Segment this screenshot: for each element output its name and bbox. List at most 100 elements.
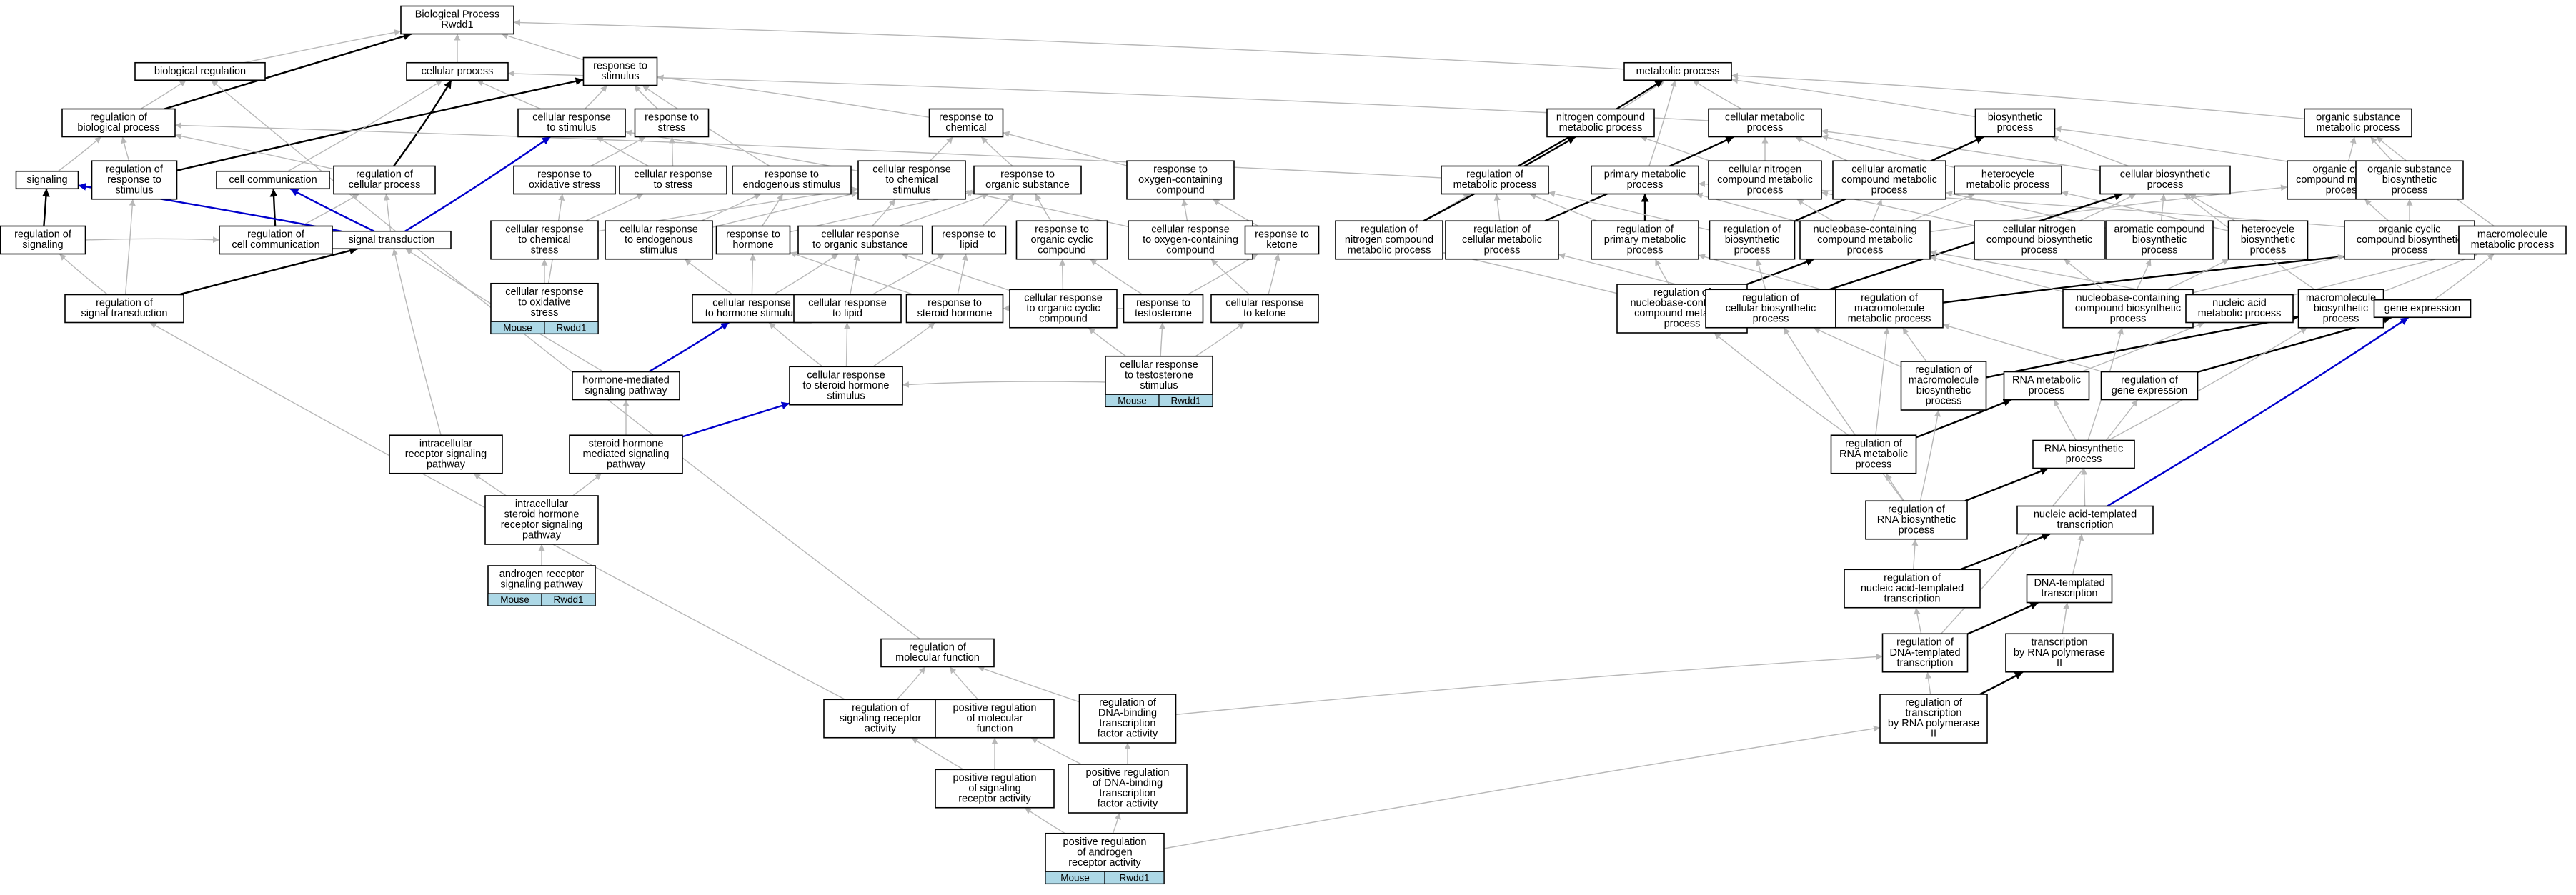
edge-is-a-regsigrec-to-regsigtrans (149, 321, 846, 700)
node-label-line: RNA metabolic (2012, 375, 2081, 386)
edge-is-a-respchem-to-respstim (657, 74, 930, 118)
edge-is-a-respstim-to-root (501, 32, 584, 61)
edge-is-a-dnatransc-to-nuctransc (2072, 534, 2084, 575)
node-box (15, 170, 79, 190)
node-box (490, 220, 599, 260)
node-box (1708, 108, 1822, 138)
node-label-line: aromatic compound (2114, 224, 2204, 235)
node-label-line: signaling (26, 174, 67, 186)
node-label-line: process (1871, 184, 1908, 196)
edge-is-a-intrasteroidpath-to-intrapath (473, 473, 507, 496)
node-label-line: of signaling (968, 783, 1020, 794)
edge-is-a-reggeneexpr-to-regmacromol (1942, 323, 2103, 373)
node-label-line: regulation of (1884, 572, 1941, 584)
edge-part-of-regrespstim-to-respstim (176, 77, 584, 171)
node-box (1078, 694, 1177, 744)
edge-is-a-cellrespketone-to-respketone (1268, 254, 1280, 295)
node-label-line: regulation of (14, 229, 72, 241)
edge-is-a-cellresporgcyc-to-cellresporgsub (901, 253, 1010, 291)
node-label-line: organic substance (985, 179, 1070, 191)
edge-is-a-cellrespsteroid-to-respsteroid (872, 321, 936, 367)
node-label-line: biosynthetic (1916, 385, 1971, 396)
node-label-line: biological process (77, 122, 159, 134)
edge-is-a-regtranscpol2-to-regdnatransc (1925, 671, 1932, 695)
edge-is-a-regcellbiosyn-to-regbiosyn (1755, 259, 1766, 290)
node-box (1244, 225, 1320, 255)
node-label-line: regulation of (2121, 375, 2179, 386)
node-box (1210, 294, 1319, 324)
node-box (797, 225, 923, 255)
node-label-line: of androgen (1077, 846, 1132, 858)
node-label-line: DNA-templated (2034, 578, 2104, 589)
node-box (715, 225, 791, 255)
node-label-line: organic cyclic (1030, 234, 1093, 246)
node-label-line: cellular response (1151, 224, 1230, 235)
node-label-line: regulation of (106, 164, 164, 175)
edge-is-a-regmetab-to-regbio (174, 122, 1442, 179)
node-label-line: cellular response (807, 369, 885, 381)
node-box (569, 434, 683, 474)
node-box (973, 165, 1082, 195)
edge-regulates-steroidpath-to-cellrespsteroid (682, 401, 790, 438)
go-term-node-bioreg: biological regulation (134, 61, 266, 81)
node-label-line: heterocycle (2242, 224, 2294, 235)
edge-is-a-orgcyclic-to-orgsubmetab (2348, 136, 2357, 161)
node-label-line: metabolic process (1559, 122, 1643, 134)
node-label-line: regulation of (852, 702, 910, 714)
node-label-line: biosynthetic (2382, 174, 2437, 186)
node-label-line: Biological Process (415, 9, 499, 21)
edge-part-of-regsigtrans-to-signaltrans (178, 246, 358, 296)
node-label-line: transcription (1897, 657, 1954, 669)
node-label-line: regulation of (1742, 292, 1800, 304)
edge-is-a-regrnabiosyn-to-regmacrobiosyn (1919, 409, 1941, 501)
node-label-line: regulation of (1896, 636, 1954, 648)
node-label-line: biosynthetic (2241, 234, 2296, 246)
edge-is-a-bioreg-to-root (244, 29, 402, 64)
node-label-line: regulation of (1466, 169, 1524, 181)
node-label-line: primary metabolic (1604, 234, 1686, 246)
node-box (2062, 289, 2194, 329)
node-label-line: metabolic process (1636, 66, 1720, 77)
edge-is-a-cellrespendo-to-cellrespchem (712, 191, 859, 228)
node-label-line: by RNA polymerase (1888, 718, 1979, 729)
node-label-line: RNA metabolic (1839, 449, 1908, 460)
node-label-line: response to (765, 169, 819, 181)
edge-is-a-respketone-to-respoxy (1212, 199, 1259, 227)
node-label-line: transcription (2032, 636, 2088, 648)
edge-is-a-cellresphormone-to-cellresporgsub (773, 253, 839, 296)
node-label-line: gene expression (2112, 385, 2187, 396)
node-label-line: compound (1038, 244, 1086, 256)
edge-part-of-regrnametab-to-rnametab (1916, 399, 2012, 439)
node-label-line: cellular response (505, 286, 584, 298)
node-label-line: compound (1156, 184, 1205, 196)
node-label-line: organic substance (2316, 112, 2400, 124)
annotation-tag-cell (1104, 871, 1165, 884)
edge-is-a-posregdnabind-to-posregmol (1030, 737, 1082, 765)
node-box (2373, 299, 2472, 319)
node-label-line: compound (1039, 313, 1088, 324)
edge-is-a-primmetab-to-metab (1648, 80, 1677, 166)
edge-is-a-intrapath-to-signaltrans (392, 249, 442, 436)
node-label-line: nucleobase-containing (1813, 224, 1916, 235)
annotation-tag-cell (541, 593, 596, 606)
node-label-line: primary metabolic (1604, 169, 1686, 181)
node-box (134, 61, 266, 81)
node-label-line: biosynthetic (1988, 112, 2043, 124)
edge-is-a-regrnametab-to-regmacromol (1875, 327, 1890, 436)
edge-is-a-posregandro-to-posregsigrec (1024, 807, 1065, 834)
annotation-tag-gene: Rwdd1 (1170, 395, 1200, 406)
